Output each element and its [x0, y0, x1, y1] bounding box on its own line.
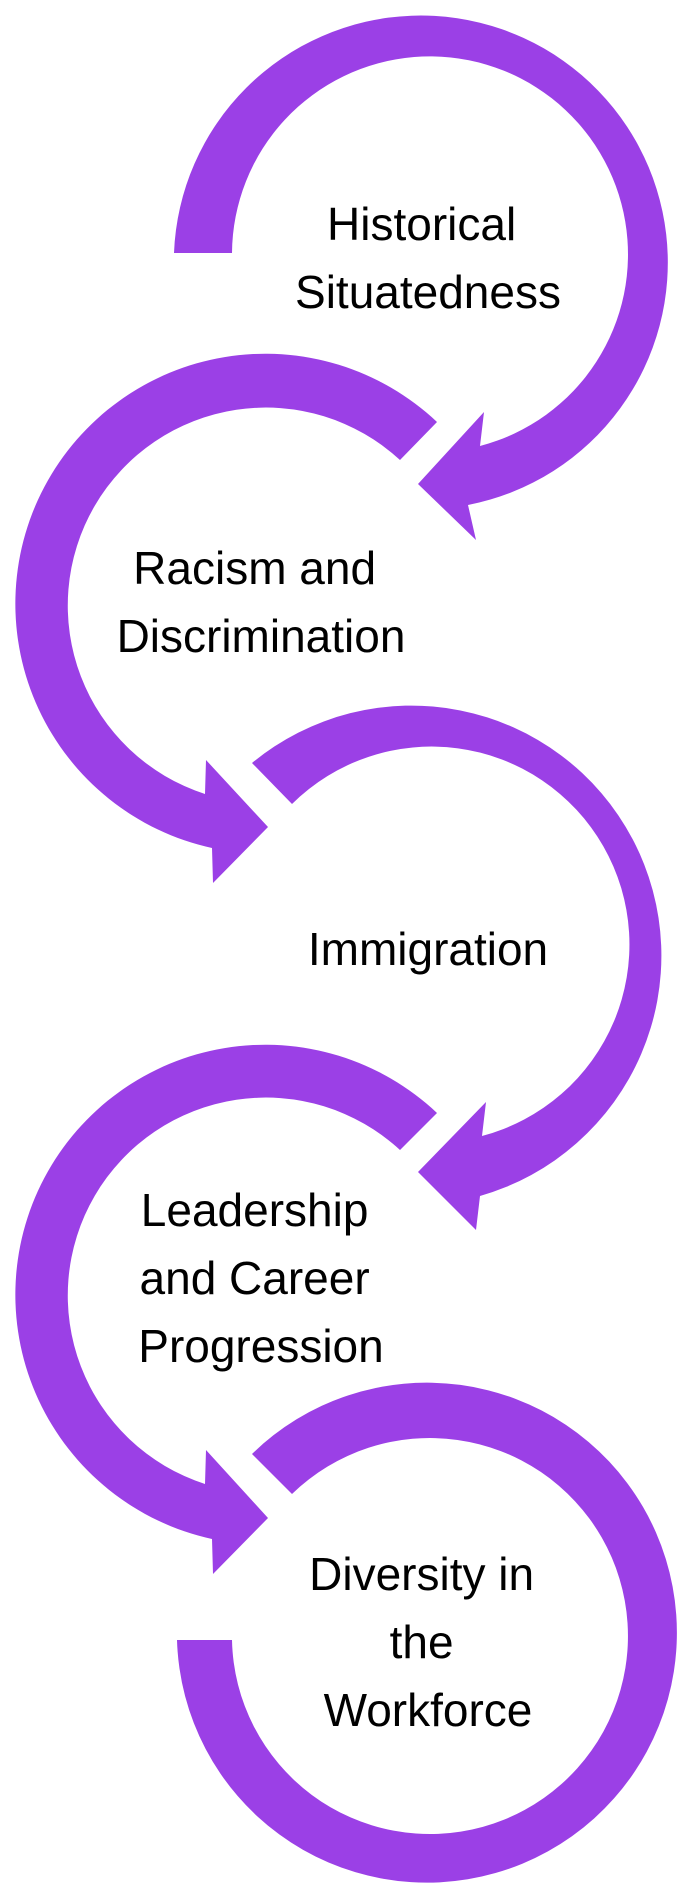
- step-2-line-2: Discrimination: [117, 610, 406, 662]
- step-4-line-1: Leadership: [141, 1184, 369, 1236]
- step-5-line-1: Diversity in: [309, 1548, 534, 1600]
- step-1-line-2: Situatedness: [295, 266, 561, 318]
- step-5-line-2: the: [390, 1616, 454, 1668]
- step-1-line-1: Historical: [327, 198, 516, 250]
- circular-arrow-3: [252, 705, 662, 1230]
- step-3-line-1: Immigration: [308, 923, 548, 975]
- step-4-line-3: Progression: [138, 1320, 383, 1372]
- step-leadership-and-career-progression: Leadership and Career Progression: [15, 1044, 438, 1574]
- step-5-label: Diversity in the Workforce: [309, 1548, 547, 1736]
- step-racism-and-discrimination: Racism and Discrimination: [15, 353, 438, 883]
- step-diversity-in-the-workforce: Diversity in the Workforce: [177, 1382, 677, 1883]
- step-5-line-3: Workforce: [324, 1684, 533, 1736]
- circular-arrow-2: [15, 353, 438, 883]
- step-4-label: Leadership and Career Progression: [138, 1184, 383, 1372]
- step-1-label: Historical Situatedness: [295, 198, 561, 318]
- step-historical-situatedness: Historical Situatedness: [174, 15, 668, 540]
- step-2-line-1: Racism and: [133, 542, 376, 594]
- step-3-label: Immigration: [308, 923, 548, 975]
- step-4-line-2: and Career: [140, 1252, 370, 1304]
- step-2-label: Racism and Discrimination: [117, 542, 406, 662]
- circular-arrow-4: [15, 1044, 438, 1574]
- step-immigration: Immigration: [252, 705, 662, 1230]
